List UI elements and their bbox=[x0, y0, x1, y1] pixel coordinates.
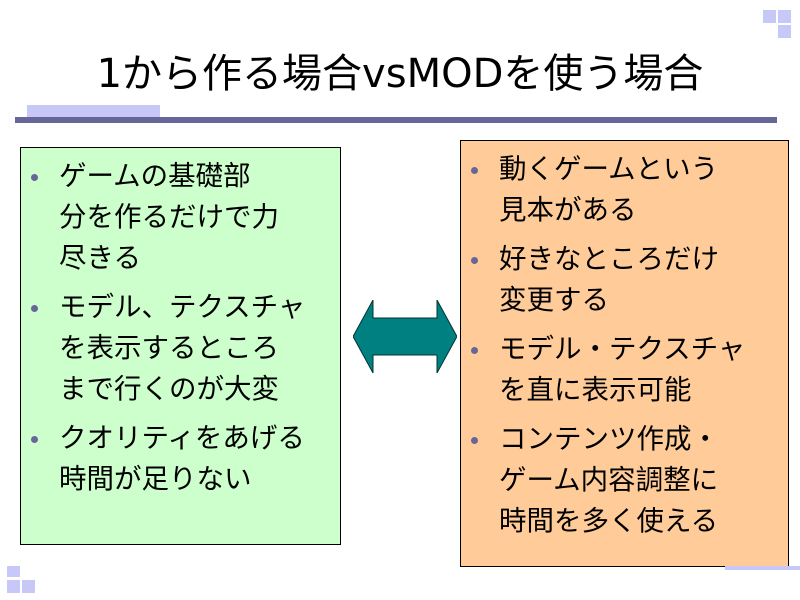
decor-square bbox=[778, 10, 791, 23]
from-scratch-box: ゲームの基礎部 分を作るだけで力 尽きる モデル、テクスチャ を表示するところ … bbox=[20, 147, 341, 545]
list-item-line: 時間を多く使える bbox=[499, 505, 719, 537]
list-item-line: 時間が足りない bbox=[59, 463, 252, 495]
list-item-line: 分を作るだけで力 bbox=[59, 201, 279, 233]
list-item-line: 動くゲームという bbox=[499, 153, 719, 185]
double-headed-arrow-icon bbox=[353, 300, 457, 373]
decor-square bbox=[7, 566, 20, 577]
list-item-line: クオリティをあげる bbox=[59, 422, 305, 454]
title-accent-bar bbox=[27, 105, 160, 117]
bullet-icon bbox=[471, 347, 478, 354]
list-item-line: を表示するところ bbox=[59, 332, 279, 364]
bullet-icon bbox=[31, 174, 38, 181]
bullet-icon bbox=[471, 437, 478, 444]
bullet-icon bbox=[31, 305, 38, 312]
decor-square bbox=[22, 580, 35, 593]
list-item-line: 尽きる bbox=[59, 242, 141, 274]
title-underline bbox=[15, 117, 777, 123]
decor-square bbox=[778, 25, 791, 38]
decor-square bbox=[763, 10, 776, 23]
arrow-shape bbox=[353, 300, 457, 373]
list-item: ゲームの基礎部 分を作るだけで力 尽きる bbox=[31, 156, 305, 279]
list-item: 好きなところだけ 変更する bbox=[471, 239, 745, 321]
list-item-line: 好きなところだけ bbox=[499, 243, 719, 275]
bullet-icon bbox=[471, 257, 478, 264]
list-item: コンテンツ作成・ ゲーム内容調整に 時間を多く使える bbox=[471, 419, 745, 542]
list-item-line: 変更する bbox=[499, 284, 609, 316]
decor-square bbox=[7, 580, 20, 593]
list-item-line: を直に表示可能 bbox=[499, 374, 692, 406]
using-mod-list: 動くゲームという 見本がある 好きなところだけ 変更する モデル・テクスチャ を… bbox=[471, 149, 745, 550]
bullet-icon bbox=[31, 436, 38, 443]
list-item: 動くゲームという 見本がある bbox=[471, 149, 745, 231]
slide-title: 1から作る場合vsMODを使う場合 bbox=[96, 51, 704, 97]
list-item-line: コンテンツ作成・ bbox=[499, 423, 719, 455]
list-item-line: ゲームの基礎部 bbox=[59, 160, 251, 192]
bullet-icon bbox=[471, 167, 478, 174]
list-item-line: 見本がある bbox=[499, 194, 637, 226]
list-item-line: まで行くのが大変 bbox=[59, 373, 279, 405]
list-item-line: ゲーム内容調整に bbox=[499, 464, 719, 496]
list-item: モデル、テクスチャ を表示するところ まで行くのが大変 bbox=[31, 287, 305, 410]
decor-bar bbox=[725, 566, 800, 570]
using-mod-box: 動くゲームという 見本がある 好きなところだけ 変更する モデル・テクスチャ を… bbox=[460, 140, 789, 567]
list-item-line: モデル、テクスチャ bbox=[59, 291, 306, 323]
from-scratch-list: ゲームの基礎部 分を作るだけで力 尽きる モデル、テクスチャ を表示するところ … bbox=[31, 156, 305, 508]
list-item-line: モデル・テクスチャ bbox=[499, 333, 746, 365]
list-item: モデル・テクスチャ を直に表示可能 bbox=[471, 329, 745, 411]
list-item: クオリティをあげる 時間が足りない bbox=[31, 418, 305, 500]
